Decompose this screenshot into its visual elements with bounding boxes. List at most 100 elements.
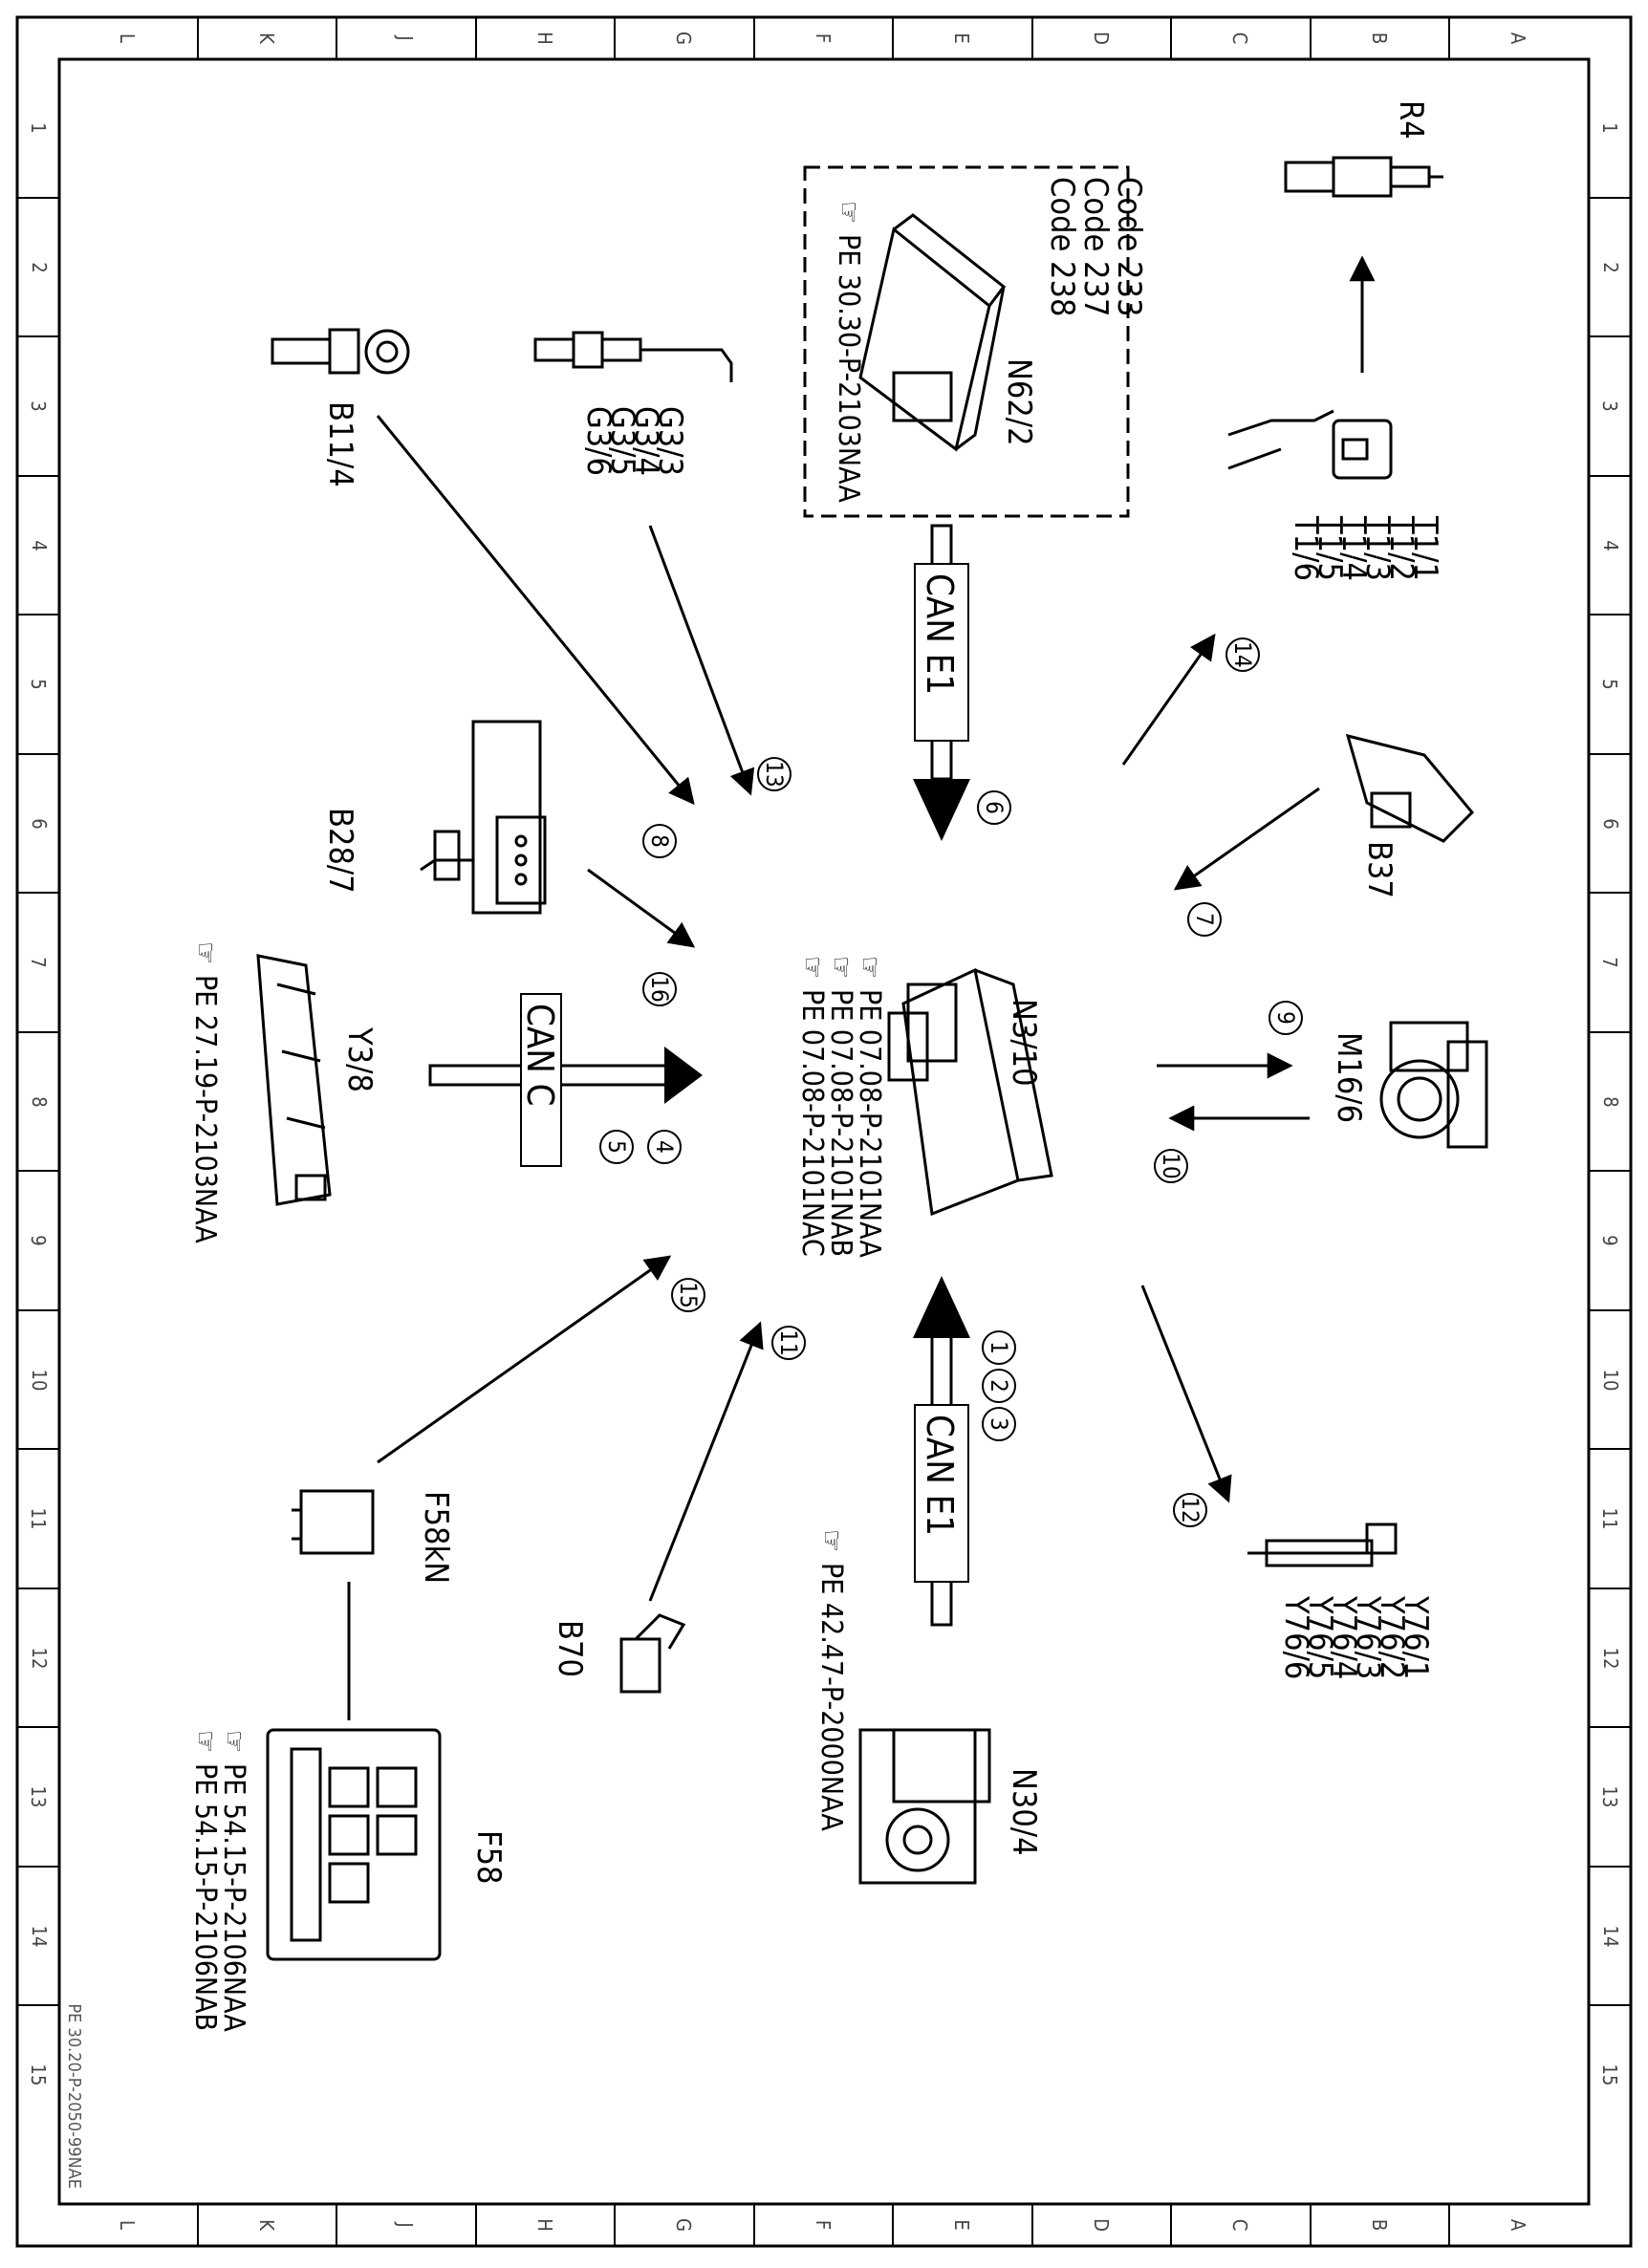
y76-labels: Y76/1 Y76/2 Y76/3 Y76/4 Y76/5 Y76/6 [1277,1595,1435,1679]
arrow-14 [1121,633,1216,766]
can-e1-bottom-label: CAN E1 [919,1415,961,1536]
grid-number: 6 [1599,818,1622,829]
grid-number: 13 [27,1786,50,1808]
signal-number: 10 [1158,1153,1184,1178]
grid-number: 15 [27,2064,50,2086]
m16-6-throttle-icon [1379,1021,1488,1149]
y76-label: Y76/1 [1397,1595,1435,1679]
f58-label: F58 [469,1830,508,1885]
grid-number: 2 [28,262,51,272]
y76-label: Y76/5 [1301,1595,1339,1679]
grid-letter: E [950,32,973,43]
pe-reference-icon: ☞ [217,1730,250,1753]
t1-label: T1/6 [1287,515,1325,581]
signal-number: 1 [986,1341,1012,1354]
grid-letter: A [1507,32,1529,45]
arrow-11 [648,1321,764,1602]
grid-letter: H [533,2218,556,2232]
signal-number: 13 [761,761,788,787]
y76-injector-icon [1247,1523,1398,1567]
can-c-label: CAN C [519,1004,561,1107]
signal-numbers: 1 2 3 4 5 6 7 8 9 10 11 12 13 14 15 16 [603,641,1299,1523]
n3-10-reference: PE 07.08-P-2101NAA [853,989,886,1258]
grid-number: 8 [1599,1096,1622,1107]
n30-4-label: N30/4 [1005,1768,1043,1856]
b28-7-pressure-sensor-icon [420,720,547,915]
f58kn-label: F58kN [417,1491,455,1584]
g3-labels: G3/3 G3/4 G3/5 G3/6 [579,406,689,476]
grid-number: 14 [1599,1926,1622,1948]
grid-letter: H [533,32,556,45]
pe-reference-icon: ☞ [814,1529,848,1552]
grid-letters-bottom: L K J H G F E D C B A [116,2218,1529,2232]
n62-2-dashed-boundary [803,165,1130,518]
f58-fuse-box-icon [266,1728,442,1961]
document-id: PE 30.20-P-2050-99NAE [64,2003,84,2189]
n30-4-reference: PE 42.47-P-2000NAA [814,1563,848,1831]
grid-letter: F [812,33,835,43]
b37-label: B37 [1360,841,1399,898]
grid-number: 5 [27,679,50,689]
g3-label: G3/6 [579,406,618,476]
grid-letter: A [1507,2219,1529,2232]
pe-reference-icon: ☞ [853,956,886,979]
t1-label: T1/5 [1311,515,1349,581]
g3-oxygen-sensor-icon [533,331,733,382]
signal-number: 11 [775,1329,802,1355]
grid-letter: C [1228,32,1251,45]
grid-number: 11 [1598,1508,1621,1530]
f58-labels: F58 ☞ PE 54.15-P-2106NAA ☞ PE 54.15-P-21… [188,1730,508,2032]
f58-reference: PE 54.15-P-2106NAA [217,1763,250,2032]
grid-number: 12 [28,1648,51,1670]
drawing-frame [15,15,1633,2248]
grid-numbers-left: 1 2 3 4 5 6 7 8 9 10 11 12 13 14 15 [27,122,51,2085]
n62-2-name: N62/2 [1000,358,1038,446]
can-e1-top-bus: CAN E1 [913,524,970,841]
y76-label: Y76/4 [1325,1595,1363,1679]
b70-crankshaft-sensor-icon [619,1613,686,1694]
grid-number: 1 [1598,122,1621,133]
arrow-12 [1140,1285,1232,1503]
grid-letter: K [255,32,278,45]
signal-number: 15 [675,1282,702,1307]
t1-label: T1/3 [1358,515,1397,581]
n30-4-labels: N30/4 ☞ PE 42.47-P-2000NAA [814,1529,1043,1856]
n3-10-reference: PE 07.08-P-2101NAB [824,989,857,1257]
g3-label: G3/5 [603,406,641,476]
r4-spark-plug-icon [1284,156,1443,198]
grid-number: 10 [1599,1370,1622,1392]
grid-letter: J [394,34,417,40]
grid-letter: D [1090,2218,1113,2232]
grid-number: 7 [27,957,50,967]
grid-letter: D [1090,32,1113,45]
y3-8-label: Y3/8 [340,1026,379,1092]
grid-letter: B [1368,2219,1391,2231]
g3-label: G3/4 [627,406,665,476]
grid-number: 9 [27,1235,50,1245]
grid-number: 14 [28,1926,51,1948]
grid-letter: F [812,2220,835,2230]
can-c-bus: CAN C [428,993,703,1167]
signal-number: 8 [646,834,673,848]
b28-7-label: B28/7 [321,808,359,894]
grid-number: 3 [27,400,50,411]
n30-4-control-unit-icon [858,1728,991,1885]
signal-number: 2 [986,1379,1012,1393]
grid-number: 11 [27,1508,50,1530]
n62-2-labels: Code 233 Code 237 Code 238 N62/2 ☞ PE 30… [832,177,1148,503]
y76-label: Y76/3 [1349,1595,1387,1679]
pe-reference-icon: ☞ [832,201,865,224]
can-e1-top-label: CAN E1 [919,573,961,695]
n3-10-engine-control-unit-icon [887,967,1053,1217]
grid-letter: E [950,2219,973,2230]
signal-number: 7 [1191,913,1218,926]
grid-number: 4 [1599,540,1622,551]
grid-numbers-right: 1 2 3 4 5 6 7 8 9 10 11 12 13 14 15 [1598,122,1622,2085]
signal-number: 4 [651,1140,678,1154]
grid-letter: G [672,32,695,45]
t1-label: T1/1 [1406,515,1444,581]
grid-letter: K [255,2219,278,2232]
signal-markers [599,637,1303,1527]
grid-number: 13 [1598,1786,1621,1808]
